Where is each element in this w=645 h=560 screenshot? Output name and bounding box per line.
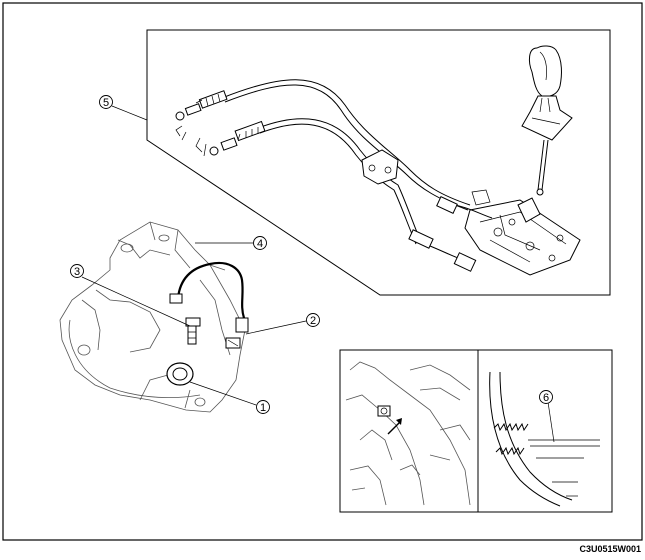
shift-cable-end (195, 120, 266, 157)
callout-1: 1 (256, 400, 270, 414)
callout-2-label: 2 (310, 315, 316, 327)
callout-6: 6 (539, 390, 553, 404)
callout-2: 2 (306, 313, 320, 327)
callout-5-label: 5 (103, 97, 109, 109)
shift-mechanism-panel (146, 29, 611, 296)
cable-bracket (361, 149, 399, 185)
leader-lines (81, 105, 555, 443)
callout-5: 5 (99, 95, 113, 109)
callout-6-label: 6 (543, 392, 549, 404)
outer-border (2, 2, 643, 541)
select-cable-end (175, 90, 228, 141)
figure-code: C3U0515W001 (579, 544, 641, 554)
callout-3: 3 (70, 264, 84, 278)
shift-cables (221, 79, 493, 263)
callout-4-label: 4 (257, 238, 263, 250)
callout-1-label: 1 (260, 402, 266, 414)
callout-3-label: 3 (74, 266, 80, 278)
callout-4: 4 (253, 236, 267, 250)
wiring-harness (169, 261, 249, 333)
neutral-switch (225, 337, 241, 349)
speed-sensor (185, 317, 201, 345)
cable-end-fitting-upper (436, 196, 458, 214)
cable-end-fitting-lower (408, 229, 477, 272)
shift-knob (528, 45, 562, 97)
transaxle-illustration (59, 221, 249, 413)
shift-base-assembly (464, 189, 581, 276)
detail-inset (339, 349, 613, 513)
inset-right-view (489, 371, 600, 507)
oil-seal (166, 362, 194, 386)
inset-left-view (345, 361, 471, 506)
shift-boot (521, 95, 573, 141)
